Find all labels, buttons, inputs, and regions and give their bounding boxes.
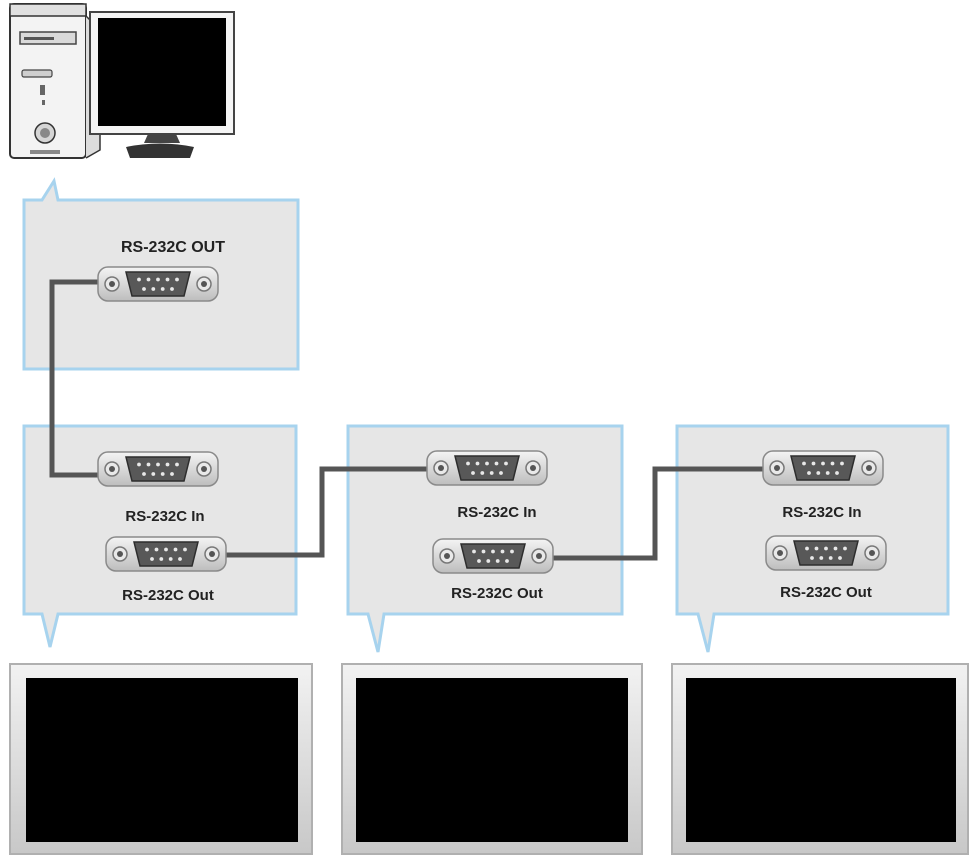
display-2-in-label: RS-232C In [457,504,536,521]
db9-connector-icon [105,536,227,572]
db9-connector-icon [97,451,219,487]
db9-connector-icon [426,450,548,486]
db9-connector-icon [762,450,884,486]
computer-tower-icon [9,3,101,159]
display-panel-icon [671,663,969,855]
display-2-out-label: RS-232C Out [451,585,543,602]
display-panel-icon [341,663,643,855]
monitor-icon [89,11,235,158]
cable-display-1-to-display-2 [225,466,430,558]
display-3-out-label: RS-232C Out [780,584,872,601]
display-1-out-label: RS-232C Out [122,587,214,604]
db9-connector-icon [765,535,887,571]
cable-display-2-to-display-3 [550,466,765,561]
pc-port-label: RS-232C OUT [121,239,225,256]
cable-pc-to-display-1 [49,279,100,478]
display-panel-icon [9,663,313,855]
db9-connector-icon [432,538,554,574]
db9-connector-icon [97,266,219,302]
display-3-in-label: RS-232C In [782,504,861,521]
display-1-in-label: RS-232C In [125,508,204,525]
